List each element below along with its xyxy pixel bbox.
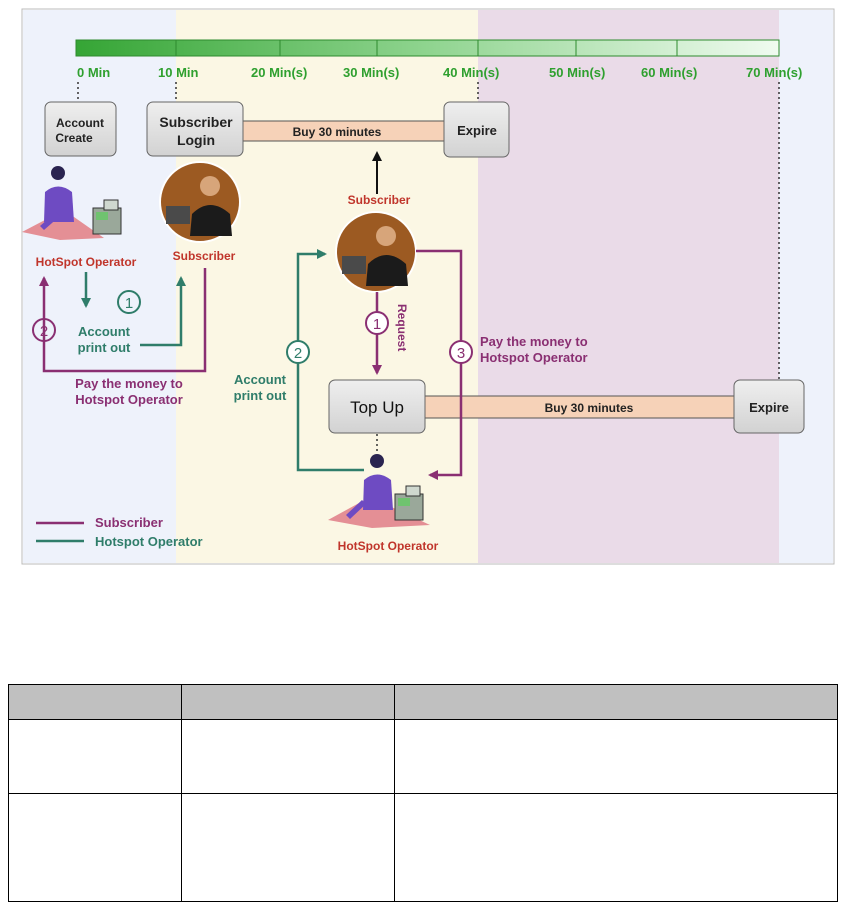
step-right-3: 3	[449, 340, 473, 364]
subscriber-left-photo	[159, 161, 241, 243]
guide-lines	[77, 82, 780, 452]
table-cell	[394, 719, 838, 794]
table-header-cell	[8, 684, 182, 720]
zone-yellow	[176, 10, 478, 563]
step-right-3-num: 3	[457, 345, 465, 362]
subscriber-login-line2: Login	[177, 132, 215, 148]
step-left-1-num: 1	[125, 295, 133, 312]
table-cell	[181, 719, 395, 794]
step-left-2: 2	[32, 318, 56, 342]
request-label: Request	[395, 304, 409, 351]
table-cell	[8, 793, 182, 902]
subscriber-login-line1: Subscriber	[159, 114, 233, 130]
expire-2-label: Expire	[749, 400, 789, 415]
tick-20: 20 Min(s)	[251, 65, 307, 80]
tick-50: 50 Min(s)	[549, 65, 605, 80]
hotspot-operator-left-label: HotSpot Operator	[36, 255, 137, 269]
pay-money-right-line2: Hotspot Operator	[480, 350, 588, 365]
table-header-cell	[181, 684, 395, 720]
hotspot-operator-left-icon	[22, 166, 122, 240]
account-printout-left-line1: Account	[78, 324, 131, 339]
step-left-1: 1	[117, 290, 141, 314]
table-header-cell	[394, 684, 838, 720]
zone-blue-left	[23, 10, 176, 563]
tick-10: 10 Min	[158, 65, 199, 80]
account-printout-right-line1: Account	[234, 372, 287, 387]
top-up-label: Top Up	[350, 398, 404, 417]
step-right-1-num: 1	[373, 316, 381, 333]
zone-blue-right	[779, 10, 833, 563]
step-right-2: 2	[286, 340, 310, 364]
subscriber-center-photo	[335, 211, 417, 293]
table-row	[8, 793, 838, 902]
expire-box-2: Expire	[733, 379, 805, 434]
arrow-pay-money-left	[39, 268, 207, 373]
arrow-printout-to-subscriber-left	[140, 276, 186, 347]
timeline-bar	[75, 39, 780, 57]
tick-40: 40 Min(s)	[443, 65, 499, 80]
subscriber-left-label: Subscriber	[173, 249, 236, 263]
hotspot-operator-bottom-icon	[328, 454, 430, 528]
subscriber-login-box: Subscriber Login	[146, 101, 244, 157]
pay-money-right-line1: Pay the money to	[480, 334, 588, 349]
hotspot-operator-bottom-label: HotSpot Operator	[338, 539, 439, 553]
account-create-line2: Create	[55, 131, 93, 145]
legend: Subscriber Hotspot Operator	[36, 515, 203, 549]
tick-70: 70 Min(s)	[746, 65, 802, 80]
tick-30: 30 Min(s)	[343, 65, 399, 80]
pay-money-left-line2: Hotspot Operator	[75, 392, 183, 407]
expire-1-label: Expire	[457, 123, 497, 138]
hotspot-topup-diagram: 0 Min 10 Min 20 Min(s) 30 Min(s) 40 Min(…	[21, 8, 835, 565]
info-table	[8, 684, 838, 902]
legend-subscriber-label: Subscriber	[95, 515, 163, 530]
account-printout-left-line2: print out	[78, 340, 131, 355]
account-printout-right-line2: print out	[234, 388, 287, 403]
expire-box-1: Expire	[443, 101, 510, 158]
tick-0: 0 Min	[77, 65, 110, 80]
table-cell	[394, 793, 838, 902]
table-header-row	[8, 684, 838, 720]
table-cell	[181, 793, 395, 902]
account-create-line1: Account	[56, 116, 104, 130]
step-left-2-num: 2	[40, 323, 48, 340]
pay-money-left-line1: Pay the money to	[75, 376, 183, 391]
top-up-box: Top Up	[328, 379, 426, 434]
table-cell	[8, 719, 182, 794]
account-create-box: Account Create	[44, 101, 117, 157]
buy-bar-2-label: Buy 30 minutes	[545, 401, 634, 415]
step-right-1: 1	[365, 311, 389, 335]
zone-purple	[478, 10, 779, 563]
tick-60: 60 Min(s)	[641, 65, 697, 80]
table-row	[8, 719, 838, 794]
buy-bar-1-label: Buy 30 minutes	[293, 125, 382, 139]
subscriber-top-label: Subscriber	[348, 193, 411, 207]
legend-operator-label: Hotspot Operator	[95, 534, 203, 549]
step-right-2-num: 2	[294, 345, 302, 362]
